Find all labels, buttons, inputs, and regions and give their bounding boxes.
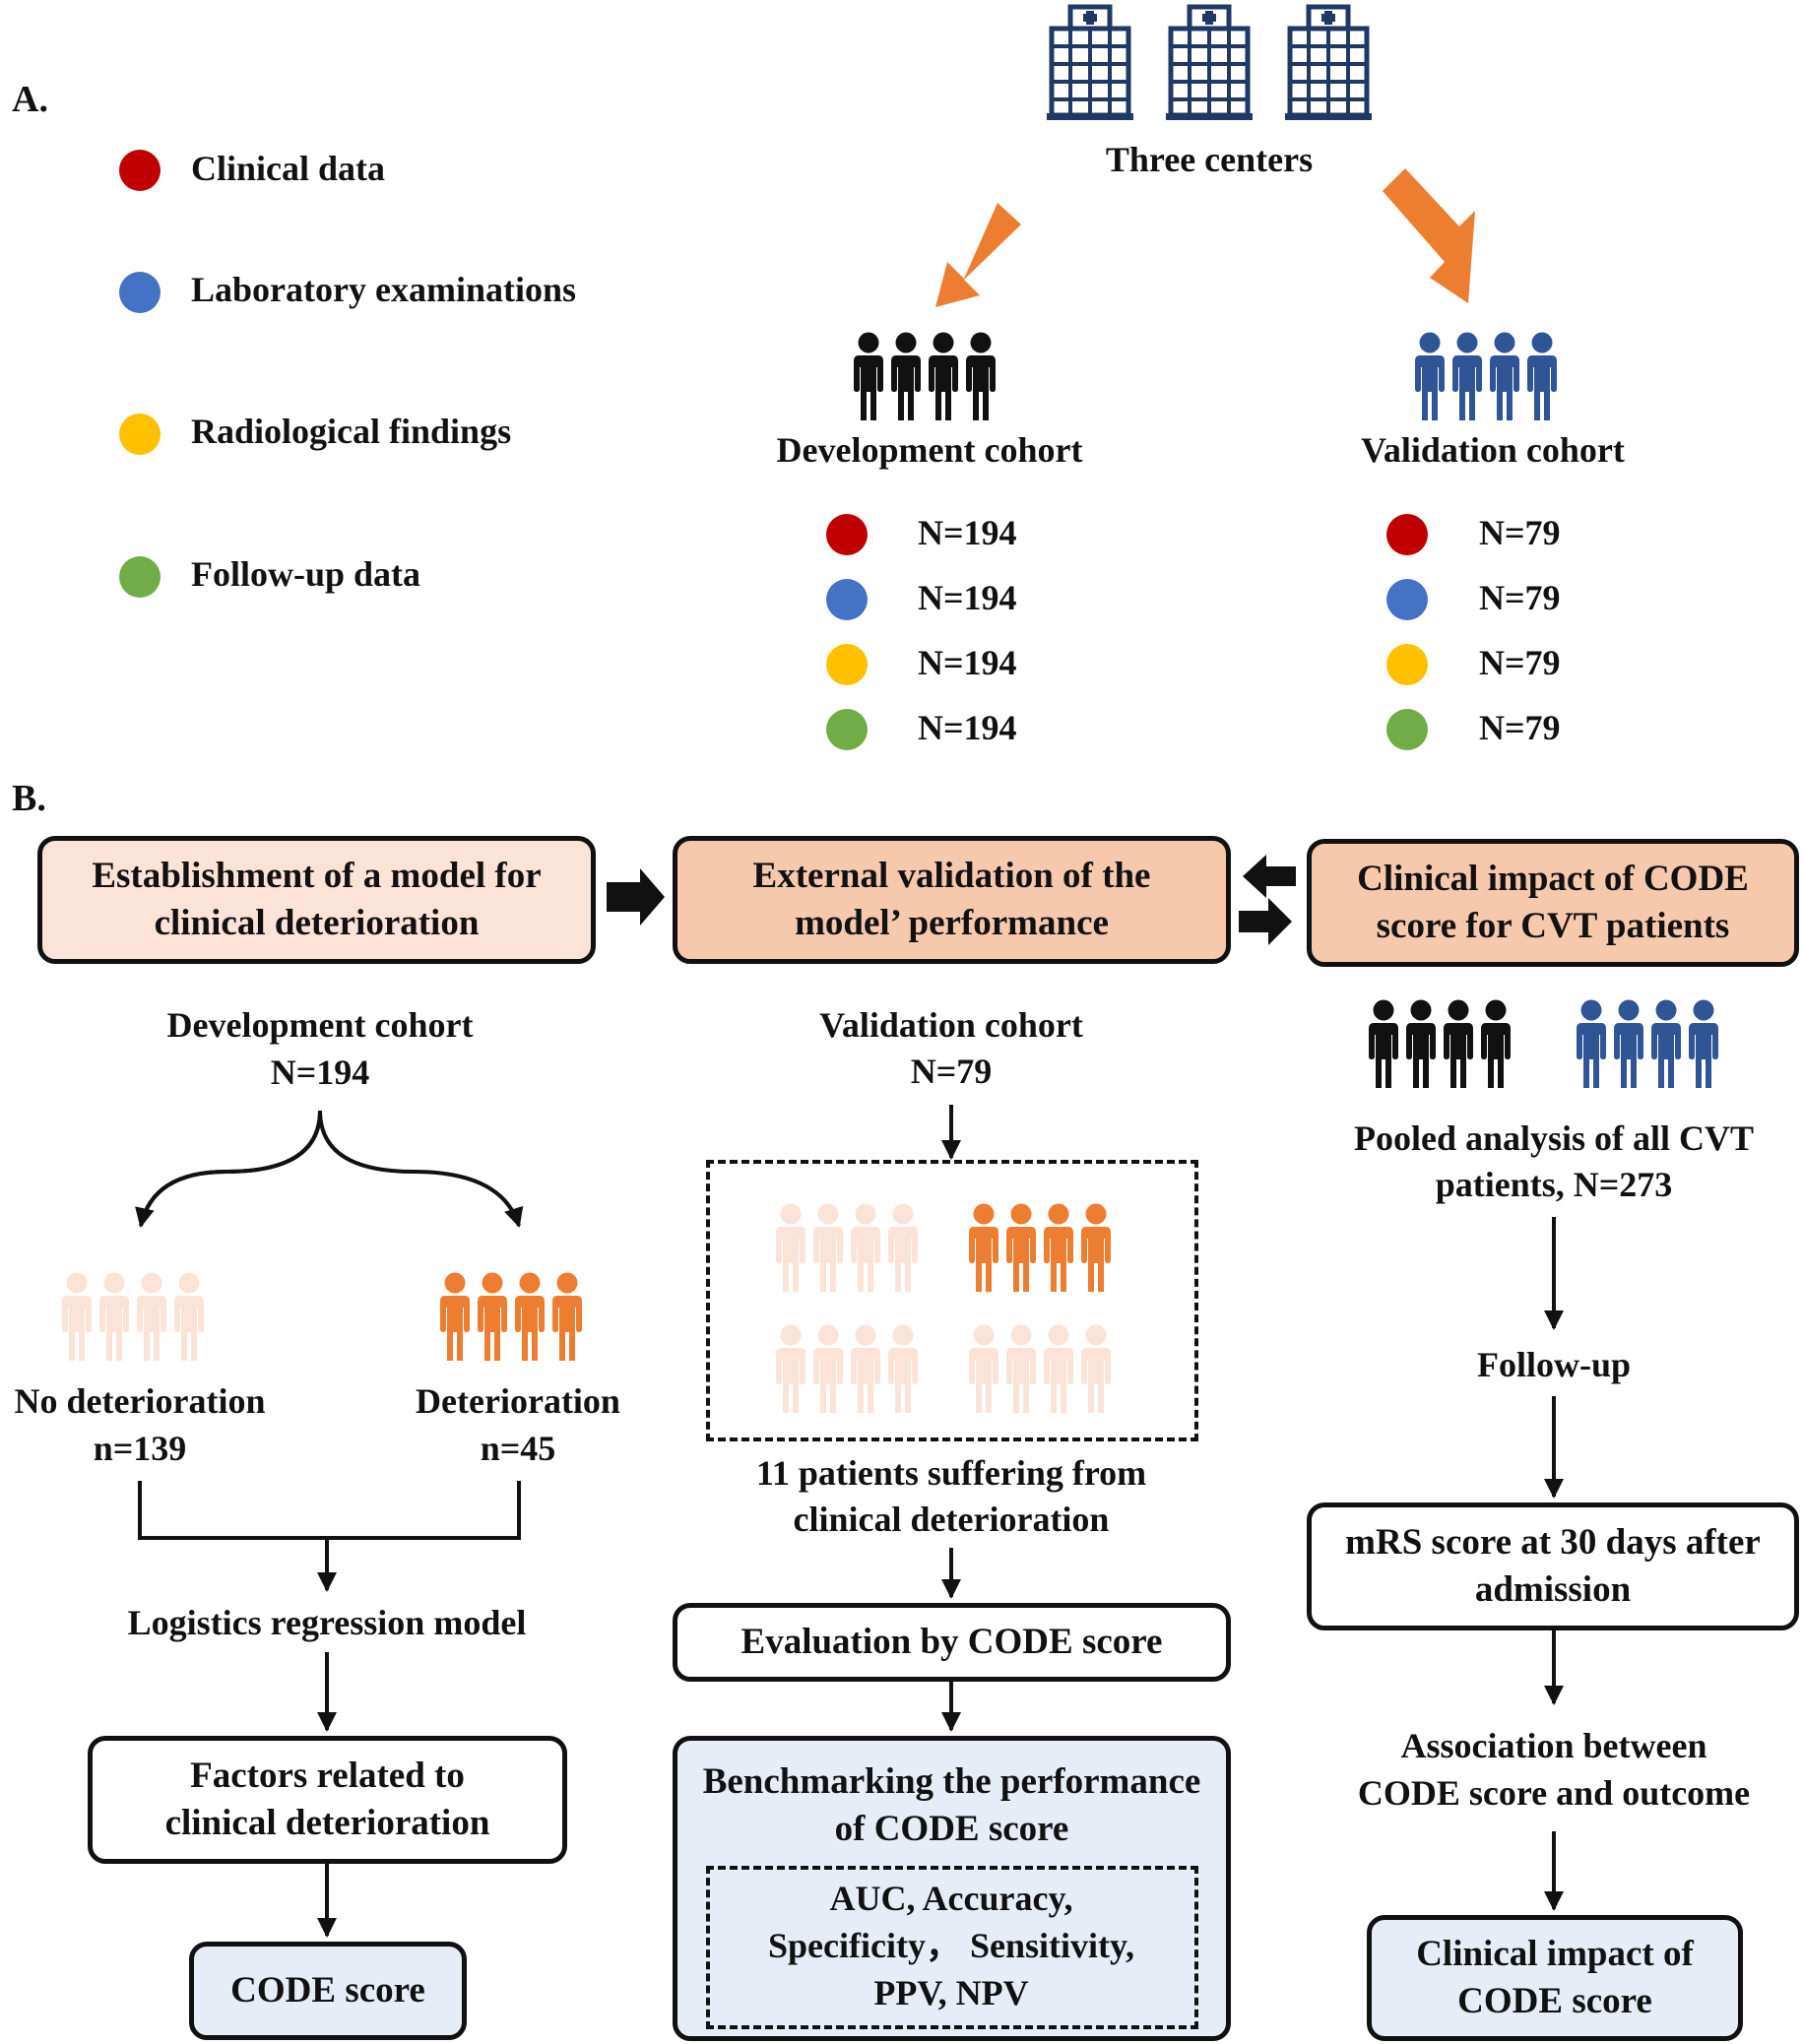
- mrs-box: mRS score at 30 days after admission: [1307, 1502, 1799, 1630]
- pooled-line-2: patients, N=273: [1435, 1165, 1673, 1204]
- green-dot-icon: [1386, 709, 1428, 750]
- regression-model-label: Logistics regression model: [127, 1603, 527, 1642]
- col2-cohort-n: N=79: [910, 1052, 993, 1091]
- red-dot-icon: [826, 514, 868, 555]
- split-brace: [139, 1110, 519, 1226]
- dev-count-radiological: N=194: [918, 643, 1017, 682]
- factors-box: Factors related to clinical deterioratio…: [88, 1736, 567, 1864]
- validation-det-people-icon: [969, 1204, 1111, 1293]
- metrics-line-3: PPV, NPV: [873, 1973, 1029, 2012]
- pooled-line-1: Pooled analysis of all CVT: [1353, 1118, 1755, 1158]
- dev-count-clinical: N=194: [918, 513, 1017, 552]
- metrics-frame: [706, 1866, 1198, 2029]
- panel-a-label: A.: [12, 79, 48, 120]
- validation-patients-frame: [706, 1160, 1198, 1441]
- val-count-follow-up: N=79: [1479, 708, 1561, 747]
- yellow-dot-icon: [826, 644, 868, 685]
- development-people-icon: [854, 333, 996, 421]
- follow-up-label: Follow-up: [1476, 1345, 1632, 1384]
- merge-connector: [138, 1481, 521, 1540]
- metrics-line-1: AUC, Accuracy,: [829, 1879, 1073, 1918]
- validation-no-det-people-icon: [969, 1325, 1111, 1414]
- no-deterioration-people-icon: [62, 1273, 204, 1362]
- benchmark-box: Benchmarking the performance of CODE sco…: [673, 1736, 1231, 2041]
- clinical-impact-box: Clinical impact of CODE score: [1367, 1915, 1743, 2041]
- header-clinical-impact-text: Clinical impact of CODE score for CVT pa…: [1357, 858, 1749, 946]
- validation-cohort-title: Validation cohort: [1361, 430, 1625, 470]
- development-cohort-title: Development cohort: [776, 430, 1083, 470]
- validation-people-icon: [1415, 333, 1557, 421]
- col2-cohort-title: Validation cohort: [819, 1005, 1083, 1045]
- dev-count-laboratory: N=194: [918, 578, 1017, 617]
- metrics-line-2: Specificity， Sensitivity,: [768, 1926, 1134, 1965]
- panel-b-label: B.: [12, 778, 46, 819]
- no-deterioration-n: n=139: [93, 1429, 187, 1468]
- patients-line-2: clinical deterioration: [793, 1500, 1110, 1539]
- patients-line-1: 11 patients suffering from: [755, 1453, 1147, 1493]
- green-dot-icon: [119, 556, 161, 598]
- code-score-text: CODE score: [230, 1969, 425, 2011]
- no-deterioration-label: No deterioration: [14, 1381, 266, 1421]
- hospital-icon: [1047, 7, 1133, 120]
- blue-dot-icon: [119, 272, 161, 313]
- factors-text: Factors related to clinical deterioratio…: [164, 1755, 490, 1843]
- legend-clinical-data: Clinical data: [191, 149, 386, 188]
- mrs-text: mRS score at 30 days after admission: [1345, 1521, 1761, 1610]
- legend-follow-up: Follow-up data: [191, 554, 421, 594]
- right-arrow-icon: [607, 868, 665, 926]
- deterioration-label: Deterioration: [416, 1381, 620, 1421]
- header-external-validation: External validation of the model’ perfor…: [673, 836, 1231, 964]
- header-external-validation-text: External validation of the model’ perfor…: [752, 855, 1151, 943]
- deterioration-n: n=45: [480, 1429, 556, 1468]
- yellow-dot-icon: [1386, 644, 1428, 685]
- header-establishment-text: Establishment of a model for clinical de…: [92, 855, 542, 943]
- val-count-laboratory: N=79: [1479, 578, 1561, 617]
- red-dot-icon: [1386, 514, 1428, 555]
- deterioration-people-icon: [440, 1273, 582, 1362]
- right-arrow-icon: [1239, 898, 1292, 945]
- red-dot-icon: [119, 150, 161, 191]
- association-line-2: CODE score and outcome: [1357, 1773, 1751, 1813]
- arrow-to-validation-icon: [1383, 168, 1475, 303]
- validation-no-det-people-icon: [776, 1325, 918, 1414]
- blue-dot-icon: [826, 579, 868, 620]
- hospital-icon: [1166, 7, 1253, 120]
- yellow-dot-icon: [119, 414, 161, 455]
- clinical-impact-text: Clinical impact of CODE score: [1416, 1933, 1694, 2021]
- validation-people-icon: [1577, 1000, 1718, 1089]
- evaluation-box: Evaluation by CODE score: [673, 1603, 1231, 1682]
- header-establishment: Establishment of a model for clinical de…: [37, 836, 596, 964]
- orange-arrows: [935, 168, 1475, 307]
- code-score-box: CODE score: [189, 1942, 467, 2040]
- arrow-to-development-icon: [935, 203, 1021, 307]
- validation-no-det-people-icon: [776, 1204, 918, 1293]
- legend-radiological: Radiological findings: [191, 412, 512, 451]
- hospital-icon: [1285, 7, 1372, 120]
- col1-cohort-n: N=194: [270, 1053, 370, 1092]
- left-arrow-icon: [1243, 855, 1296, 898]
- three-centers-label: Three centers: [1105, 140, 1314, 179]
- legend-laboratory: Laboratory examinations: [191, 270, 576, 309]
- val-count-clinical: N=79: [1479, 513, 1561, 552]
- development-people-icon: [1369, 1000, 1511, 1089]
- dev-count-follow-up: N=194: [918, 708, 1017, 747]
- association-line-1: Association between: [1400, 1726, 1707, 1765]
- green-dot-icon: [826, 709, 868, 750]
- val-count-radiological: N=79: [1479, 643, 1561, 682]
- evaluation-text: Evaluation by CODE score: [741, 1621, 1163, 1662]
- blue-dot-icon: [1386, 579, 1428, 620]
- header-clinical-impact: Clinical impact of CODE score for CVT pa…: [1307, 839, 1799, 967]
- benchmark-text: Benchmarking the performance of CODE sco…: [702, 1761, 1201, 1850]
- col1-cohort-title: Development cohort: [166, 1005, 474, 1045]
